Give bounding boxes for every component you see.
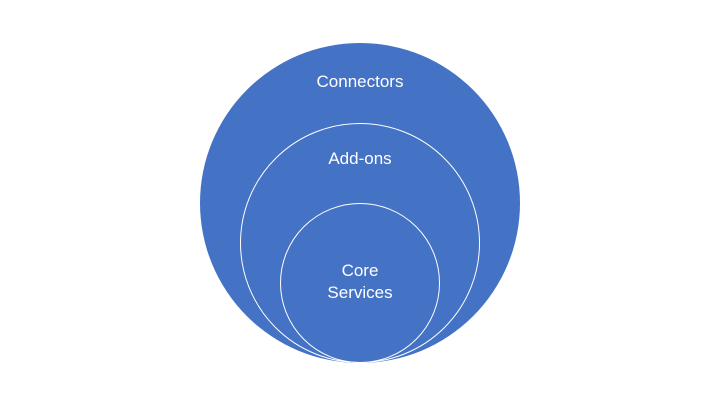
core-services-label: Core Services <box>0 260 720 304</box>
core-services-label-line-1: Core <box>341 261 379 280</box>
connectors-label: Connectors <box>316 72 404 91</box>
add-ons-label: Add-ons <box>328 149 392 168</box>
core-services-label-line-2: Services <box>327 283 393 302</box>
core-services-circle <box>280 203 440 363</box>
